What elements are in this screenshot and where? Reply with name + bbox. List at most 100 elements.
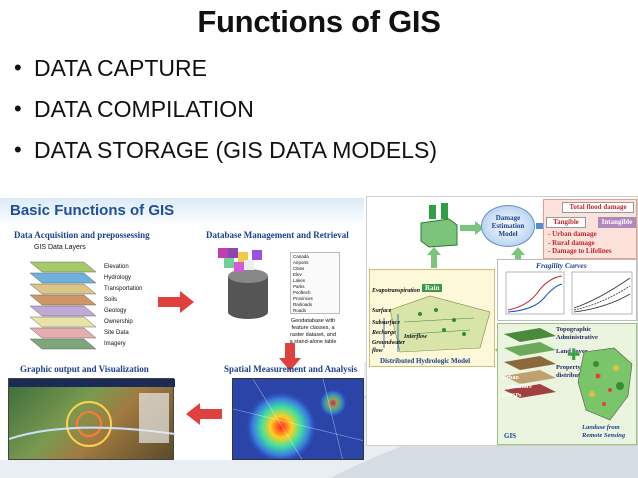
fragility-title: Fragility Curves [536,261,587,270]
layer-name: Site Data [104,330,129,336]
db-list-item: Elev [293,272,302,277]
layer-name: Elevation [104,264,129,270]
acquisition-label: Data Acquisition and prepossessing [14,230,150,240]
damage-model-line: Model [498,230,518,238]
bullet-text: DATA STORAGE (GIS DATA MODELS) [34,137,437,163]
db-caption-line: raster dataset, and [290,332,336,338]
fragility-curve-graphic [505,271,633,315]
landuse-map [577,347,633,421]
hydro-term: Subsurface [372,320,401,326]
db-caption-line: Geodatabase with [290,318,336,324]
db-list-item: Canada [293,254,309,259]
bullet-text: DATA CAPTURE [34,55,207,81]
hydrologic-model-panel: Rain Evapotranspiration Surface Subsurfa… [369,269,495,367]
landuse-line: Remote Sensing [582,432,626,439]
damage-model-node: Damage Estimation Model [481,205,535,247]
layer-name: Ownership [104,319,133,325]
db-caption-line: a stand-alone table [289,339,337,345]
tangible-box: Tangible [546,217,586,228]
db-list-item: Airports [293,260,309,265]
gis-layer-name: distribution [556,372,589,379]
landuse-label: Landuse from Remote Sensing [582,424,625,440]
output-visualization [8,378,175,460]
db-list-item: Railroads [293,302,313,307]
arrow-right-icon [158,291,194,313]
plus-icon: ✚ [567,345,581,364]
intangible-box: Intangible [598,217,636,228]
gis-stack-graphic [504,328,556,398]
db-list-item: Lakes [293,278,306,283]
hydro-term: flow [372,348,383,354]
bullet-dot: • [14,96,22,121]
gis-layer-name: Property [556,364,581,371]
right-figure: Damage Estimation Model Total flood dama… [366,196,638,446]
db-caption: Geodatabase with feature classes, a rast… [278,318,348,346]
stack-label: Urban [502,375,519,381]
gis-layer-list: Topographic Administrative Land cover Pr… [556,326,598,380]
left-figure: Basic Functions of GIS Data Acquisition … [0,198,364,460]
arrow-up-icon [427,247,441,268]
damage-items: - Urban damage - Rural damage - Damage t… [548,230,612,256]
hydro-model-label: Distributed Hydrologic Model [380,357,471,365]
stack-labels: Urban Agriculture DMSPs [502,374,532,401]
bullet-dot: • [14,137,22,162]
layer-name: Geology [104,308,127,314]
hydro-term: Evapotranspiration [372,288,421,294]
gis-figures: Basic Functions of GIS Data Acquisition … [0,192,638,478]
stack-label: DMSPs [502,393,522,399]
left-figure-header [0,198,364,226]
hydro-term: Surface [372,308,392,314]
slide-title: Functions of GIS [197,4,441,39]
hydro-term: Recharge [372,330,396,336]
bullet-item: • DATA COMPILATION [14,95,437,136]
database-label: Database Management and Retrieval [206,230,349,240]
total-damage-box: Total flood damage [562,202,634,213]
landuse-line: Landuse from [582,424,620,431]
layers-title: GIS Data Layers [34,244,86,251]
hydro-term: Groundwater [372,340,406,346]
db-list-panel: Canada Airports Cities Elev Lakes Parks … [290,252,340,314]
gis-layer-name: Topographic [556,326,592,333]
database-graphic [218,248,268,319]
db-list-item: Roads [293,308,307,313]
data-layers-graphic [29,261,97,350]
damage-item: - Urban damage [548,230,597,238]
layer-list: Elevation Hydrology Transportation Soils… [104,262,142,350]
db-list-item: Provinces [293,296,313,301]
damage-item: - Rural damage [548,238,595,247]
flood-damage-panel: Total flood damage Tangible Intangible -… [543,199,637,259]
db-list-item: Psoftech [293,290,311,295]
gis-layers-panel: Topographic Administrative Land cover Pr… [497,323,637,445]
bullet-item: • DATA CAPTURE [14,54,437,95]
layer-name: Hydrology [104,275,132,281]
layer-name: Transportation [104,286,143,292]
arrow-left-icon [186,403,222,425]
db-list-item: Cities [293,266,305,271]
hydro-term: Interflow [404,334,428,340]
terrain-graphic [383,295,491,353]
arrow-down-icon [279,343,301,371]
bullet-item: • DATA STORAGE (GIS DATA MODELS) [14,136,437,177]
layer-name: Soils [104,297,118,303]
gis-label: GIS [504,432,517,440]
spatial-heatmap [232,378,364,460]
bullet-dot: • [14,55,22,80]
heatmap-graphic [233,379,363,459]
damage-model-line: Damage [495,214,521,222]
fragility-panel: Fragility Curves [497,259,637,321]
bullet-text: DATA COMPILATION [34,96,254,122]
gis-layer-name: Land cover [556,348,588,355]
db-list-item: Parks [293,284,305,289]
layer-name: Imagery [104,341,126,347]
arrow-to-model-icon [460,221,484,235]
spatial-label: Spatial Measurement and Analysis [224,364,358,374]
output-label: Graphic output and Visualization [20,364,149,374]
stack-label: Agriculture [502,384,532,390]
output-map-overlay [9,379,175,447]
db-caption-line: feature classes, a [291,325,335,331]
bullet-list: • DATA CAPTURE • DATA COMPILATION • DATA ST… [14,54,437,177]
damage-model-line: Estimation [491,222,525,230]
gis-layer-name: Administrative [556,334,598,341]
basic-functions-heading: Basic Functions of GIS [10,202,175,219]
damage-item: - Damage to Lifelines [548,247,612,255]
